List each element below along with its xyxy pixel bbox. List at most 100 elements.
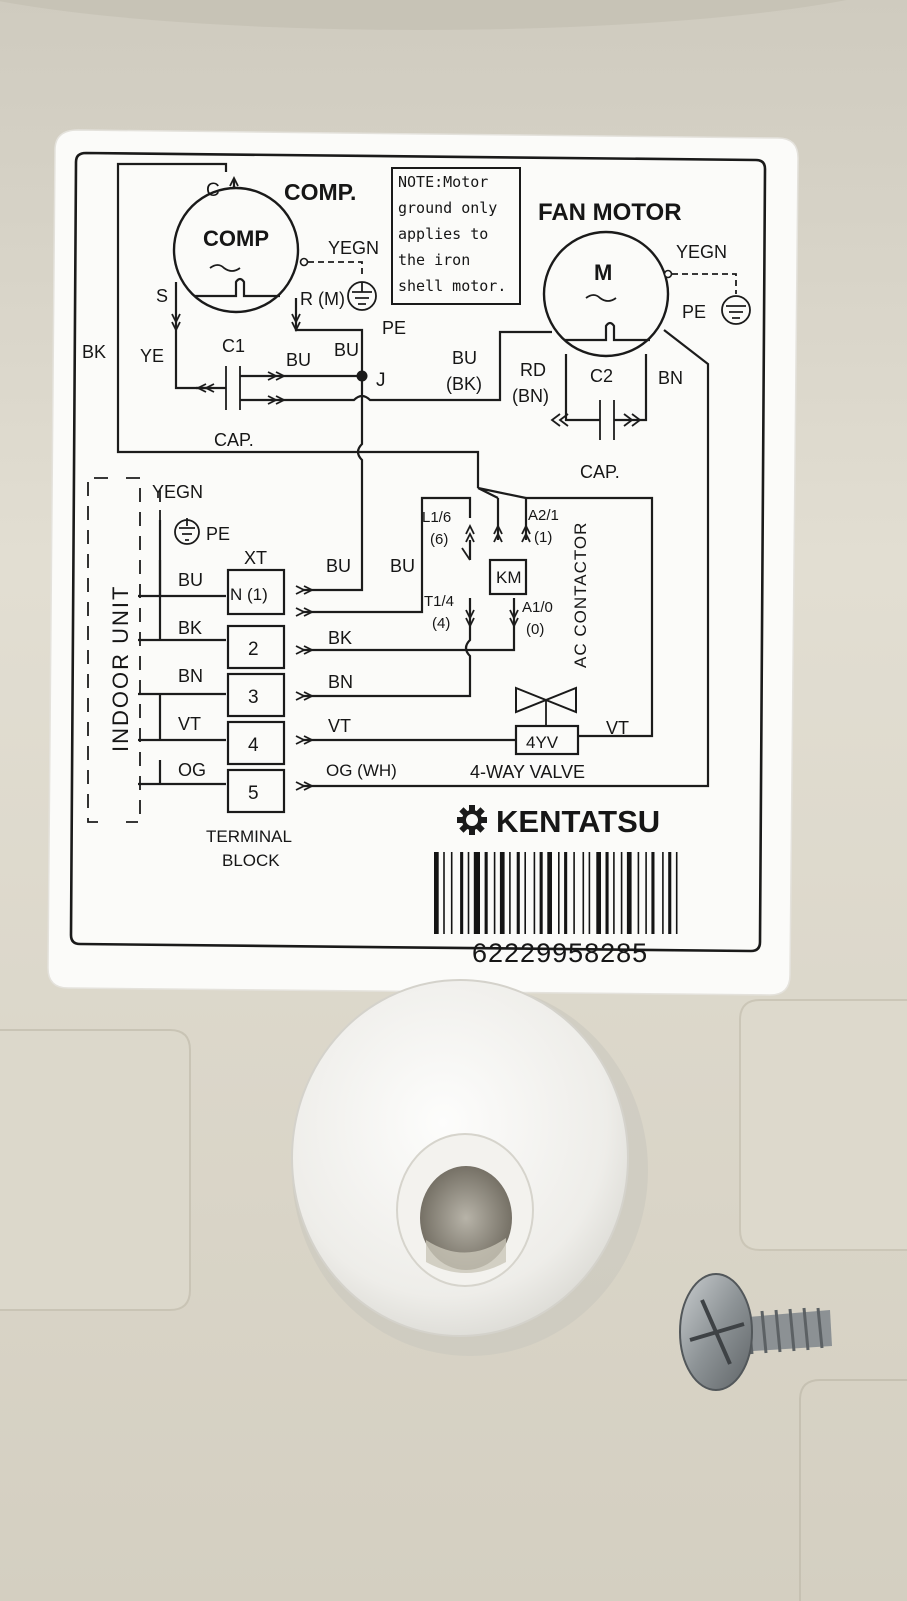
out-wire-vt: VT bbox=[328, 716, 351, 736]
note-box bbox=[391, 167, 521, 305]
out-wire-bu-2: BU bbox=[390, 556, 415, 576]
barcode-bar bbox=[564, 852, 568, 934]
wire-bu-label-2: BU bbox=[334, 340, 359, 360]
housing-top-shadow bbox=[0, 0, 847, 30]
barcode-bar bbox=[651, 852, 655, 934]
contactor-a2-label: A2/1 bbox=[528, 507, 559, 524]
terminal-block-caption-2: BLOCK bbox=[222, 851, 280, 870]
barcode-bar bbox=[573, 852, 575, 934]
connector-chevrons bbox=[171, 175, 642, 791]
plug-hole bbox=[420, 1166, 512, 1270]
terminal-block-frame bbox=[226, 568, 286, 814]
out-wire-og: OG (WH) bbox=[326, 761, 397, 780]
barcode-bar bbox=[662, 852, 664, 934]
terminal-3-label: 3 bbox=[248, 687, 259, 708]
compressor-pe-label: PE bbox=[382, 318, 406, 338]
fan-ground-symbol bbox=[726, 305, 746, 319]
barcode-bar bbox=[484, 852, 488, 934]
wiring-lines bbox=[116, 162, 710, 788]
fan-wire-bu-label: BU bbox=[452, 348, 477, 368]
junction-label: J bbox=[376, 370, 386, 391]
compressor-thermal-switch bbox=[194, 277, 280, 298]
wire-bk-label: BK bbox=[82, 342, 106, 362]
note-line-3: applies to bbox=[398, 225, 488, 243]
fan-motor-thermal-switch bbox=[564, 321, 650, 342]
barcode-bar bbox=[668, 852, 672, 934]
terminal-c-label: C bbox=[206, 180, 220, 201]
note-line-1: NOTE:Motor bbox=[398, 173, 488, 191]
contactor-t1-label: T1/4 bbox=[424, 593, 454, 610]
indoor-wire-bn-label: BN bbox=[178, 666, 203, 686]
note-line-4: the iron bbox=[398, 251, 470, 269]
fan-motor-heading: FAN MOTOR bbox=[538, 199, 682, 226]
terminal-block-caption-1: TERMINAL bbox=[206, 827, 292, 846]
contactor-title: AC CONTACTOR bbox=[571, 522, 590, 668]
contactor-switch-blade bbox=[461, 547, 471, 561]
valve-coil-label: 4YV bbox=[526, 733, 559, 752]
terminal-2-label: 2 bbox=[248, 639, 259, 660]
terminal-r-label: R (M) bbox=[300, 289, 345, 309]
barcode-bar bbox=[558, 852, 560, 934]
barcode-bar bbox=[509, 852, 511, 934]
barcode-bar bbox=[596, 852, 601, 934]
barcode-bar bbox=[460, 852, 464, 934]
compressor-ground-terminal bbox=[299, 257, 309, 267]
out-wire-bk: BK bbox=[328, 628, 352, 648]
barcode-bar bbox=[637, 852, 640, 934]
valve-wire-vt-label: VT bbox=[606, 718, 629, 738]
barcode-bar bbox=[645, 852, 647, 934]
barcode-bar bbox=[547, 852, 552, 934]
barcode-bar bbox=[434, 852, 439, 934]
contactor-a1-label: A1/0 bbox=[522, 599, 553, 616]
fan-motor-label: M bbox=[594, 260, 612, 285]
fan-pe-label: PE bbox=[682, 302, 706, 322]
barcode-bar bbox=[450, 852, 453, 934]
barcode-bar bbox=[620, 852, 623, 934]
barcode-bar bbox=[443, 852, 445, 934]
terminal-block-header: XT bbox=[244, 548, 267, 568]
contactor-t1-num: (4) bbox=[432, 615, 450, 632]
contactor-a1-num: (0) bbox=[526, 621, 544, 638]
compressor-motor-label: COMP bbox=[203, 226, 269, 251]
capacitor-c2-caption: CAP. bbox=[580, 462, 620, 482]
valve-coil-box bbox=[514, 724, 580, 756]
barcode-bar bbox=[605, 852, 609, 934]
note-line-2: ground only bbox=[398, 199, 497, 217]
barcode-bar bbox=[467, 852, 470, 934]
barcode bbox=[434, 852, 678, 934]
compressor-motor-circle bbox=[172, 186, 300, 314]
indoor-wire-vt-label: VT bbox=[178, 714, 201, 734]
indoor-wire-bk-label: BK bbox=[178, 618, 202, 638]
housing-recess-left bbox=[0, 1029, 191, 1311]
housing-recess-right bbox=[739, 999, 907, 1251]
barcode-bar bbox=[613, 852, 615, 934]
barcode-bar bbox=[493, 852, 496, 934]
brand-logo: KENTATSU bbox=[457, 804, 660, 839]
barcode-bar bbox=[675, 852, 678, 934]
contactor-l1-label: L1/6 bbox=[422, 509, 451, 526]
fan-wire-rd-label: RD bbox=[520, 360, 546, 380]
compressor-heading: COMP. bbox=[284, 179, 356, 205]
fan-wire-bn-alt-label: (BN) bbox=[512, 386, 549, 406]
diagram-labels: C COMP. COMP YEGN S R (M) PE BK YE C1 BU… bbox=[82, 173, 727, 870]
capacitor-c2-label: C2 bbox=[590, 366, 613, 386]
valve-caption: 4-WAY VALVE bbox=[470, 762, 585, 782]
indoor-ground-symbol bbox=[179, 518, 195, 541]
out-wire-bu-1: BU bbox=[326, 556, 351, 576]
terminal-s-label: S bbox=[156, 286, 168, 306]
indoor-wire-bu-label: BU bbox=[178, 570, 203, 590]
indoor-ground-label: YEGN bbox=[152, 482, 203, 502]
brand-gear-icon bbox=[457, 805, 487, 835]
compressor-tilde bbox=[209, 264, 241, 272]
barcode-bar bbox=[516, 852, 520, 934]
out-wire-bn: BN bbox=[328, 672, 353, 692]
barcode-bar bbox=[582, 852, 585, 934]
indoor-wire-og-label: OG bbox=[178, 760, 206, 780]
fan-motor-tilde bbox=[585, 294, 617, 302]
barcode-bar bbox=[588, 852, 591, 934]
plug-hole-inner bbox=[426, 1238, 506, 1273]
barcode-bar bbox=[533, 852, 536, 934]
compressor-ground-symbol bbox=[352, 282, 372, 305]
indoor-unit-label: INDOOR UNIT bbox=[108, 585, 133, 752]
